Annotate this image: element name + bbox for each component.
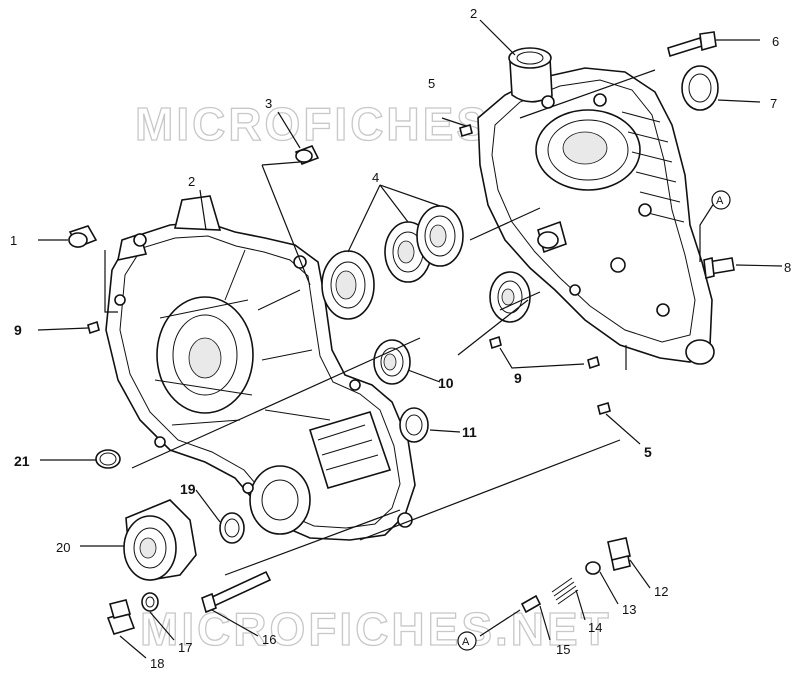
part-bearing-4c: [416, 205, 464, 267]
callout-7: 7: [770, 96, 777, 111]
callout-19: 19: [180, 481, 196, 497]
callout-14: 14: [588, 620, 602, 635]
callout-2-left: 2: [188, 174, 195, 189]
callout-9-mid: 9: [514, 370, 522, 386]
reference-letter-a-top: A: [716, 195, 724, 207]
part-pin-5-top: [459, 123, 473, 138]
callout-4: 4: [372, 170, 379, 185]
callout-21: 21: [14, 453, 30, 469]
callout-20: 20: [56, 540, 70, 555]
part-pulley-20: [123, 499, 197, 581]
part-pin-9-left: [87, 320, 100, 335]
part-bushing-1: [68, 225, 98, 249]
callout-13: 13: [622, 602, 636, 617]
callout-3: 3: [265, 96, 272, 111]
callout-9-left: 9: [14, 322, 22, 338]
part-pin-9-mid: [489, 335, 502, 350]
part-oring-21: [95, 449, 121, 469]
part-plug-18: [106, 599, 136, 635]
callout-15: 15: [556, 642, 570, 657]
part-spring-14: [551, 577, 579, 605]
callout-10: 10: [438, 375, 454, 391]
reference-marker-a-bottom: A: [457, 631, 477, 651]
part-bearing-10a: [373, 339, 411, 385]
callout-5-bottom: 5: [644, 444, 652, 460]
crankcase-right-half: [477, 47, 715, 365]
part-seal-7: [681, 65, 719, 111]
part-bearing-4a: [321, 250, 375, 320]
callout-5-top: 5: [428, 76, 435, 91]
reference-marker-a-top: A: [711, 190, 731, 210]
part-pin-9-right: [587, 355, 600, 370]
part-bolt-16: [201, 570, 272, 614]
callout-2-top: 2: [470, 6, 477, 21]
part-fitting-8: [703, 257, 735, 279]
part-bolt-6: [667, 31, 717, 58]
callout-labels: 1 2 2 3 4 5 5 6 7 8 9 9 10 11 12 13 14 1…: [10, 6, 791, 671]
part-plug-12: [607, 537, 631, 571]
callout-18: 18: [150, 656, 164, 671]
callout-6: 6: [772, 34, 779, 49]
part-washer-17: [141, 592, 159, 612]
part-sleeve-3: [294, 144, 320, 166]
crankcase-left-half: [105, 195, 416, 541]
callout-1: 1: [10, 233, 17, 248]
callout-16: 16: [262, 632, 276, 647]
part-pin-5-bottom: [597, 401, 611, 416]
part-bearing-11: [399, 407, 429, 443]
part-seal-19: [219, 512, 245, 544]
callout-11: 11: [462, 424, 477, 440]
reference-letter-a-bottom: A: [462, 636, 470, 648]
leader-lines: [37, 19, 783, 659]
callout-8: 8: [784, 260, 791, 275]
watermark-bottom: MICROFICHES.NET: [140, 603, 612, 655]
callout-17: 17: [178, 640, 192, 655]
part-plunger-15: [520, 594, 542, 614]
callout-12: 12: [654, 584, 668, 599]
part-washer-13: [585, 561, 601, 575]
